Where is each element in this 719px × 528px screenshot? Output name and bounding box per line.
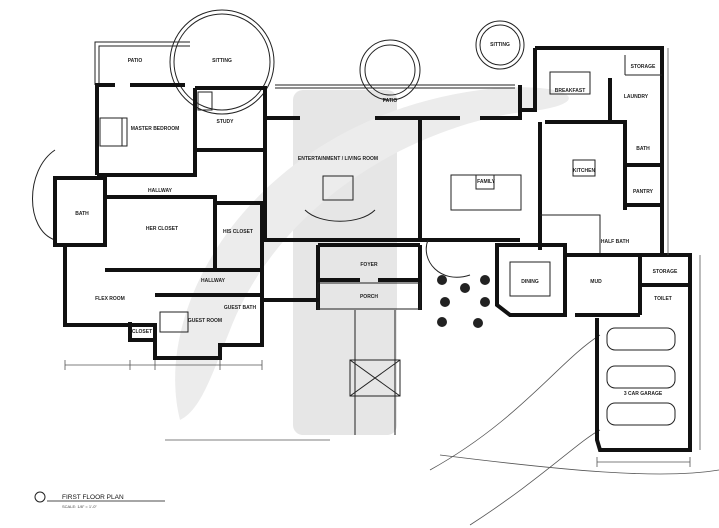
room-label: STUDY (217, 119, 235, 125)
room-label: GUEST ROOM (188, 318, 222, 324)
room-label: PATIO (383, 98, 398, 104)
landscape-curve (439, 454, 719, 475)
room-label: MASTER BEDROOM (131, 126, 180, 132)
trees (437, 275, 490, 328)
room-label: HIS CLOSET (223, 229, 253, 235)
room-label: DINING (521, 279, 539, 285)
service-wing-walls (495, 243, 692, 452)
sitting-right-circle (475, 20, 525, 70)
kitchen-wing-walls (518, 46, 664, 255)
entry-walls (316, 239, 471, 435)
room-label: HER CLOSET (146, 226, 178, 232)
room-label: PATIO (128, 58, 143, 64)
room-label: PORCH (360, 294, 378, 300)
room-label: STORAGE (653, 269, 678, 275)
room-label: HALF BATH (601, 239, 630, 245)
plan-marker-icon (34, 491, 46, 503)
left-wing-walls (53, 176, 320, 360)
room-label: FOYER (360, 262, 378, 268)
patio-left-area (94, 9, 275, 115)
room-label: BREAKFAST (555, 88, 586, 94)
sitting-curve (32, 149, 56, 241)
plan-scale: SCALE: 1/8" = 1'-0" (62, 504, 97, 509)
room-label: BATH (636, 146, 650, 152)
master-wing-walls (95, 83, 267, 177)
room-label: SITTING (212, 58, 232, 64)
room-label: HALLWAY (148, 188, 173, 194)
room-label: HALLWAY (201, 278, 226, 284)
room-label: LAUNDRY (624, 94, 649, 100)
room-label: TOILET (654, 296, 672, 302)
room-label: FAMILY (477, 179, 496, 185)
landscape-curve (469, 429, 601, 526)
room-label: SITTING (490, 42, 510, 48)
room-label: GUEST BATH (224, 305, 257, 311)
room-label: FLEX ROOM (95, 296, 125, 302)
plan-title: FIRST FLOOR PLAN (62, 494, 124, 501)
room-label: ENTERTAINMENT / LIVING ROOM (298, 156, 378, 162)
room-label: STORAGE (631, 64, 656, 70)
room-label: 3 CAR GARAGE (624, 391, 663, 397)
living-walls (263, 39, 522, 242)
room-label: KITCHEN (573, 168, 596, 174)
landscape-curve (429, 334, 601, 471)
dimension-lines (64, 48, 701, 467)
watermark-swoosh (175, 87, 569, 421)
room-label: BATH (75, 211, 89, 217)
room-label: PANTRY (633, 189, 654, 195)
room-label: MUD (590, 279, 602, 285)
room-label: CLOSET (132, 329, 152, 335)
